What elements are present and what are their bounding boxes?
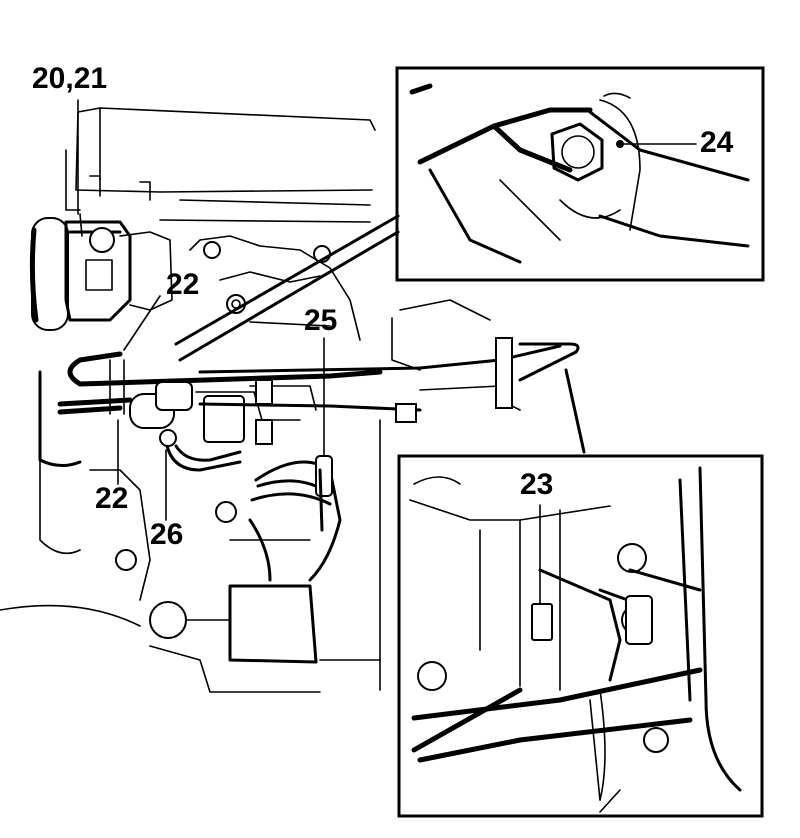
engine-body: [0, 99, 580, 693]
callout-26: 26: [150, 518, 184, 551]
callout-22-lower: 22: [95, 482, 129, 515]
callout-24: 24: [700, 126, 734, 159]
callout-25: 25: [304, 304, 338, 337]
inset-top: [395, 66, 765, 282]
callout-23: 23: [520, 468, 554, 501]
callout-20-21: 20,21: [32, 62, 108, 95]
callout-22-upper: 22: [166, 268, 200, 301]
inset-bottom: [397, 454, 764, 818]
inset-leaders: [174, 214, 586, 454]
